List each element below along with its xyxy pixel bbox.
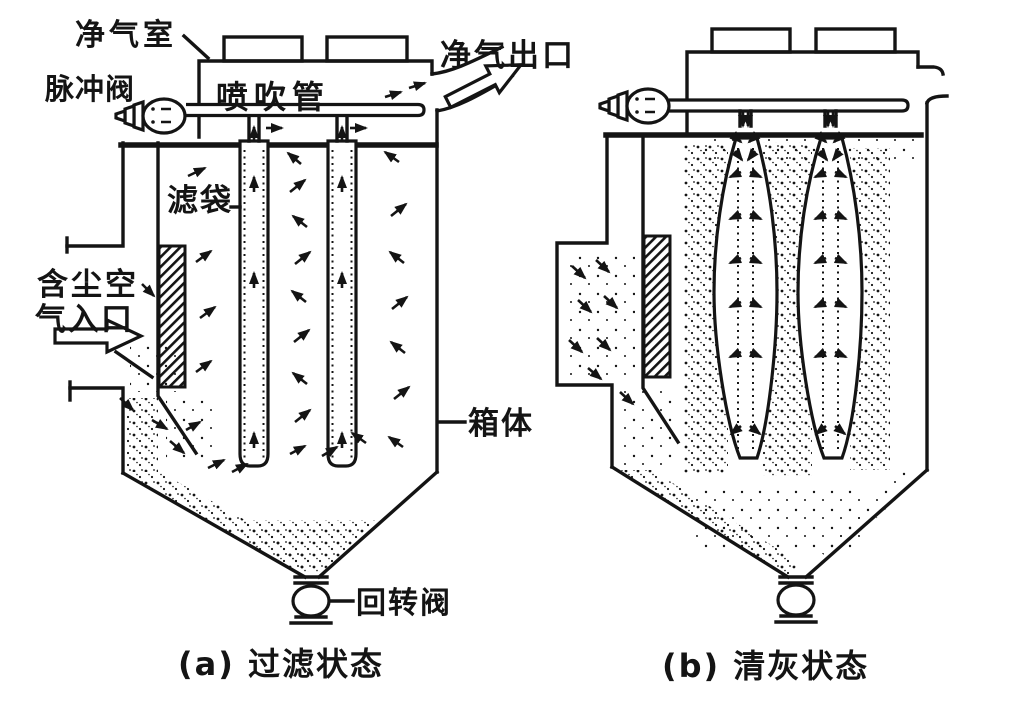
hopper-left-slope-b [609,464,791,580]
label-blow-pipe: 喷吹管 [216,78,330,116]
diffuser-plate-a [157,244,187,389]
blow-nozzle [823,109,838,128]
label-clean-air-room: 净气室 [75,18,177,53]
hopper-right-slope-a [316,469,440,580]
hopper-right-slope-b [803,467,930,580]
diagram-b: (b) 清灰状态 [555,27,949,685]
chamber-top-block [325,35,409,63]
caption-b: (b) 清灰状态 [662,647,869,685]
left-wall-inlet-b [555,135,614,469]
chamber-top-block [814,27,897,54]
outlet-duct-upper [430,44,505,76]
label-rotary-valve: 回转阀 [356,586,452,621]
label-filter-bag: 滤袋 [167,183,233,219]
label-clean-air-outlet: 净气出口 [440,38,576,74]
clean-air-room-pointer [181,33,211,61]
blow-pipe-a [186,102,426,143]
flow-arrows-a [119,81,427,474]
chamber-top-block [222,35,304,63]
caption-a: (a) 过滤状态 [178,645,384,683]
blow-nozzle [738,109,753,128]
rotary-valve-icon-a [289,575,355,625]
outlet-stub-lower [924,94,949,106]
filter-bag [238,139,270,468]
inlet-flow-arrow [53,317,145,355]
chamber-top-block [710,27,792,54]
pulse-valve-icon-b [598,87,671,125]
label-pulse-valve: 脉冲阀 [45,72,135,106]
diagram-a: 净气室 脉冲阀 喷吹管 净气出口 滤袋 含尘空 气入口 箱体 回转阀 (a) 过… [34,18,576,683]
pulse-valve-icon-a [114,97,187,135]
label-dusty-inlet-2: 气入口 [34,302,134,338]
label-box-body: 箱体 [468,406,534,442]
filter-bags-a [238,139,358,468]
outlet-stub-upper [916,65,945,76]
flow-arrows-b [568,112,848,436]
filter-bag [326,139,358,468]
clean-air-chamber-b [685,27,949,135]
blow-pipe-b [669,98,910,128]
box-body-b [555,101,930,580]
inlet-baffle-b [641,135,681,445]
rotary-valve-icon-b [774,575,818,624]
diffuser-plate-b [642,234,672,379]
inlet-baffle-a [156,141,199,456]
outlet-flow-arrow [443,63,525,110]
hopper-left-slope-a [120,470,308,580]
label-dusty-inlet-1: 含尘空 [37,267,139,303]
